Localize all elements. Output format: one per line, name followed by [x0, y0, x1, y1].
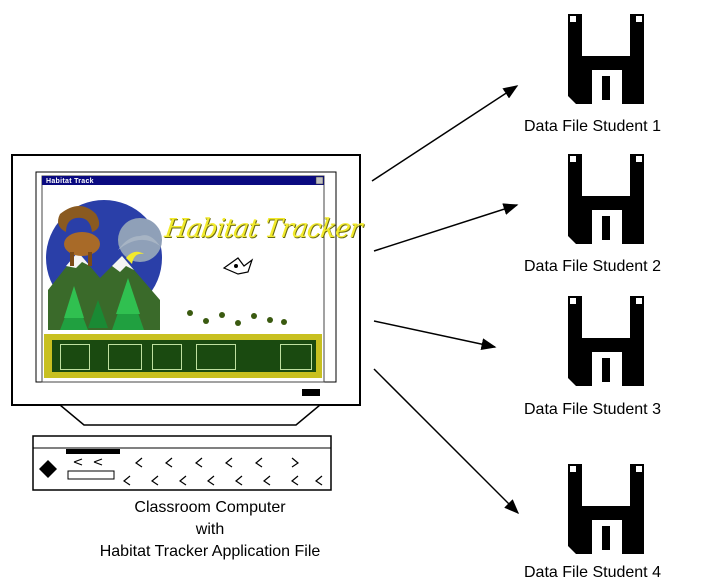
- floppy-disk-icon: [568, 14, 644, 104]
- app-button-1[interactable]: [60, 344, 90, 370]
- monitor-stand: [57, 404, 323, 426]
- app-button-5[interactable]: [280, 344, 312, 370]
- app-button-2[interactable]: [108, 344, 142, 370]
- computer-base: [32, 435, 332, 491]
- floppy-disk-icon: [568, 154, 644, 244]
- vent-marks: [73, 457, 323, 486]
- data-file-label-4: Data File Student 4: [524, 564, 661, 581]
- drive-slot: [67, 470, 115, 480]
- ram-figure: [58, 206, 100, 266]
- arrow-to-student-1: [371, 85, 519, 182]
- arrow-to-student-2: [373, 203, 519, 252]
- data-file-label-3: Data File Student 3: [524, 401, 661, 418]
- data-file-label-1: Data File Student 1: [524, 118, 661, 135]
- floppy-disk-icon: [568, 296, 644, 386]
- arrow-to-student-4: [373, 368, 520, 515]
- power-button-icon: [39, 460, 57, 478]
- app-button-4[interactable]: [196, 344, 236, 370]
- floppy-disk-icon: [568, 464, 644, 554]
- computer-caption-line2: with: [195, 521, 225, 538]
- bird-figure: [222, 257, 254, 275]
- power-light: [302, 389, 320, 396]
- window-title: Habitat Track: [46, 178, 94, 185]
- data-file-label-2: Data File Student 2: [524, 258, 661, 275]
- window-title-bar: [42, 176, 324, 185]
- app-button-3[interactable]: [152, 344, 182, 370]
- computer-caption-line3: Habitat Tracker Application File: [99, 543, 321, 560]
- app-window: [41, 175, 325, 383]
- arrow-to-student-3: [373, 320, 497, 351]
- tree: [88, 300, 108, 328]
- app-title: Habitat Tracker: [162, 214, 364, 244]
- footprints: [187, 310, 287, 326]
- computer-caption-line1: Classroom Computer: [134, 499, 286, 516]
